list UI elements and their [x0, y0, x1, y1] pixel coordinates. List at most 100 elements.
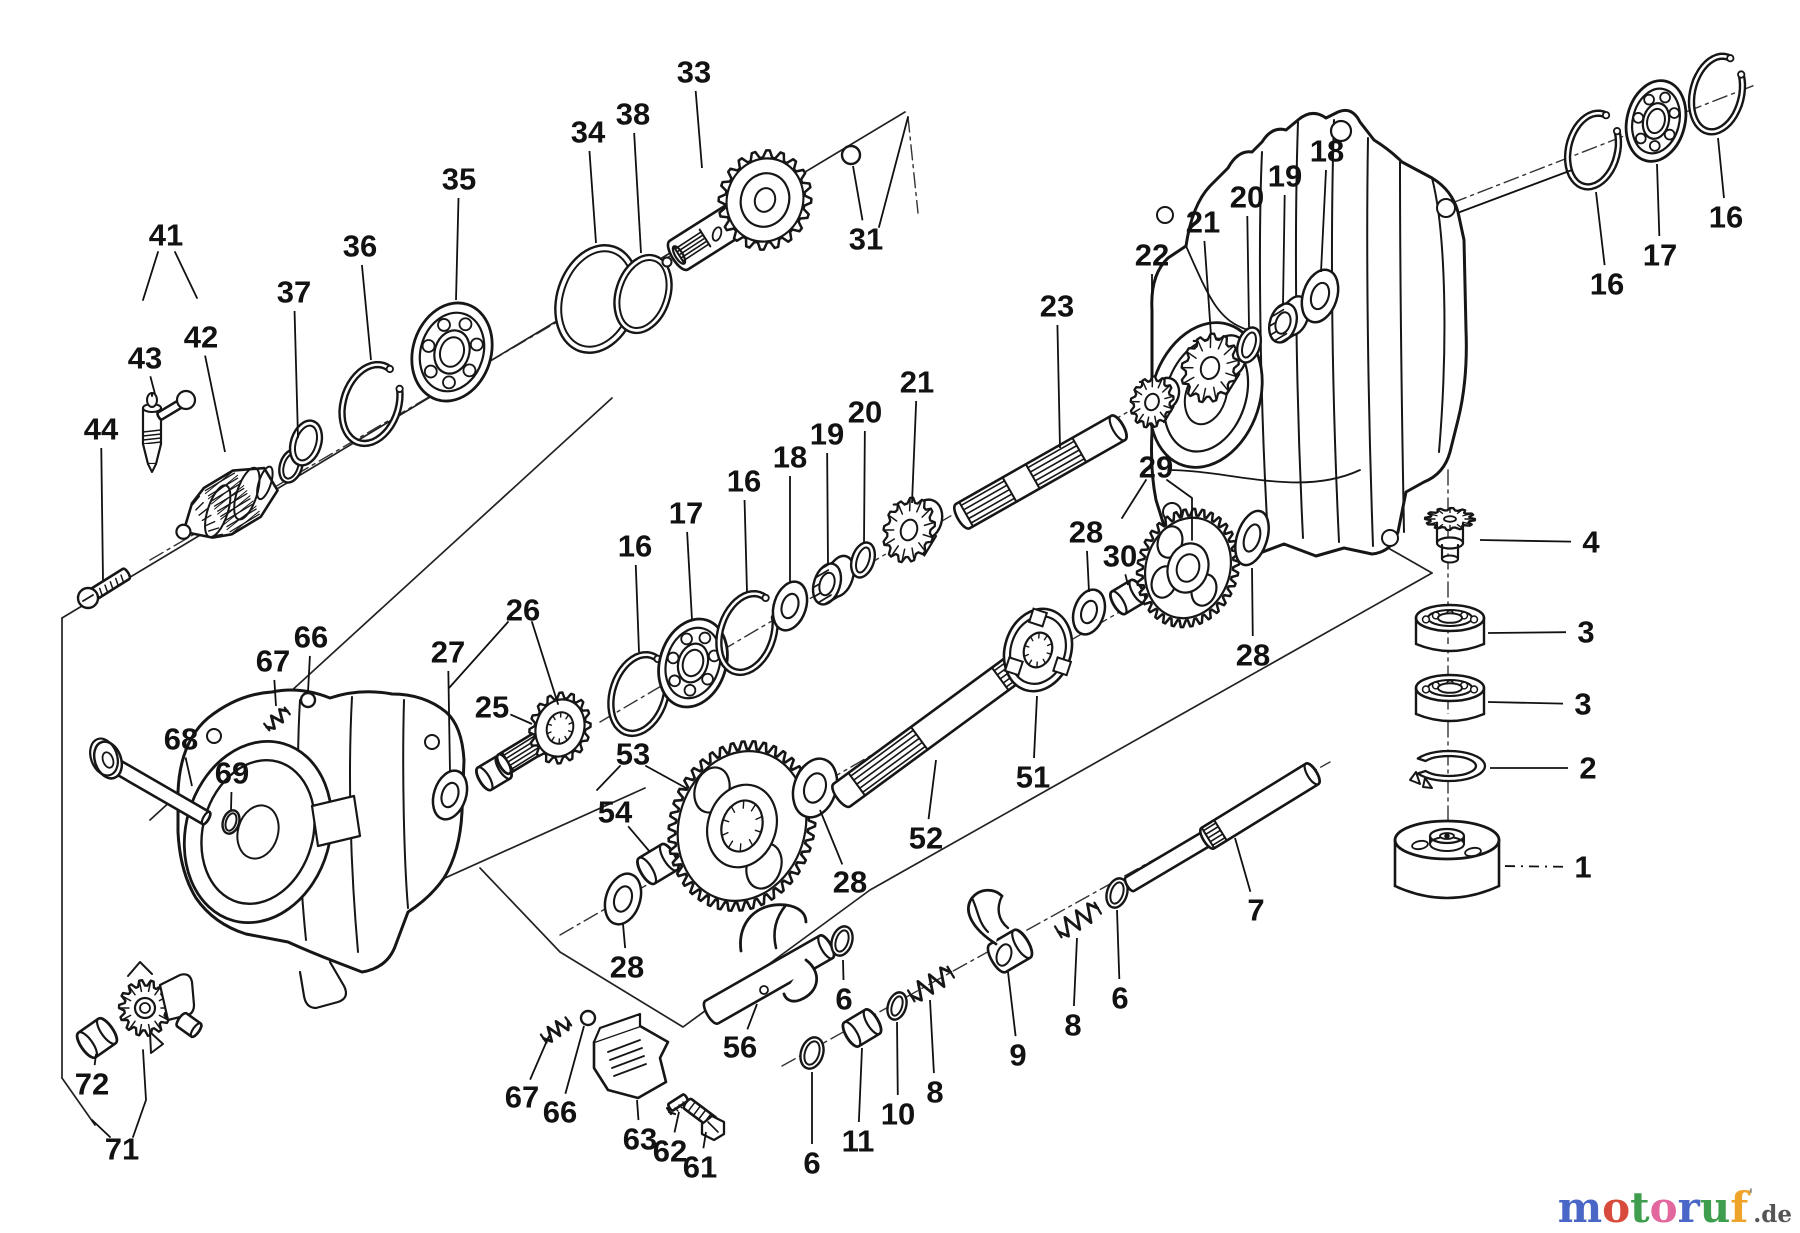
part-snapring: [715, 590, 779, 677]
callout-66: 66: [294, 620, 328, 693]
part-number: 41: [149, 218, 183, 253]
callout-bracket: [132, 1049, 147, 1138]
callout-16: 16: [618, 529, 652, 653]
leader-line: [510, 713, 533, 725]
callout-28: 28: [610, 923, 644, 985]
leader-line: [149, 376, 156, 395]
part-ring: [830, 925, 854, 957]
callout-16: 16: [1590, 191, 1624, 302]
callout-26: 26: [506, 593, 540, 628]
callout-30: 30: [1103, 539, 1137, 586]
watermark-letter: r: [1677, 1183, 1700, 1232]
watermark-letter: m: [1557, 1183, 1603, 1232]
part-ring: [221, 809, 241, 835]
part-number: 29: [1139, 450, 1173, 485]
part-biggear: [667, 740, 817, 912]
part-number: 30: [1103, 539, 1137, 574]
leader-line: [588, 150, 597, 244]
leader-line: [911, 400, 918, 504]
part-number: 8: [1064, 1008, 1081, 1043]
leader-line: [1282, 194, 1286, 306]
part-number: 36: [343, 229, 377, 264]
part-number: 34: [571, 115, 606, 150]
callout-bracket: [174, 251, 198, 299]
part-number: 67: [505, 1080, 539, 1115]
callout-bracket: [1459, 169, 1573, 213]
part-number: 16: [1590, 267, 1624, 302]
part-number: 20: [1230, 180, 1264, 215]
callout-8: 8: [1064, 937, 1082, 1043]
callout-31: 31: [849, 165, 883, 257]
leader-line: [1320, 169, 1327, 273]
part-number: 19: [810, 417, 844, 452]
callout-8: 8: [926, 999, 944, 1110]
part-number: 16: [618, 529, 652, 564]
callout-72: 72: [75, 1053, 109, 1102]
part-washer: [1234, 509, 1270, 567]
callout-23: 23: [1040, 289, 1074, 449]
part-gearshaft33: [661, 149, 813, 272]
part-bevelgear: [1129, 375, 1181, 429]
watermark-letter: t: [1630, 1183, 1650, 1232]
callout-10: 10: [881, 1021, 915, 1132]
callout-29: 29: [1139, 450, 1173, 485]
part-number: 67: [256, 644, 290, 679]
frame-line: [61, 1077, 96, 1126]
part-number: 28: [833, 865, 867, 900]
part-ring: [1105, 877, 1129, 909]
part-screw: [76, 567, 132, 610]
callout-51: 51: [1016, 695, 1050, 795]
leader-line: [564, 1025, 585, 1094]
leader-line: [1086, 550, 1090, 593]
part-number: 7: [1247, 893, 1264, 928]
part-number: 38: [616, 97, 650, 132]
callout-bracket: [91, 1119, 111, 1138]
callout-6: 6: [835, 959, 853, 1017]
leader-line: [694, 90, 703, 169]
part-number: 71: [105, 1132, 139, 1167]
part-number: 26: [506, 593, 540, 628]
callout-62: 62: [653, 1111, 687, 1169]
leader-line: [819, 809, 844, 865]
callout-27: 27: [431, 635, 465, 773]
callout-36: 36: [343, 229, 377, 361]
part-number: 53: [616, 737, 650, 772]
callout-22: 22: [1135, 238, 1169, 378]
callout-69: 69: [215, 756, 249, 811]
callout-bracket: [531, 621, 559, 705]
part-number: 51: [1016, 760, 1050, 795]
part-housingL: [176, 688, 466, 1010]
callout-28: 28: [1236, 567, 1270, 673]
part-number: 3: [1577, 615, 1594, 650]
callout-37: 37: [277, 275, 311, 439]
leader-line: [93, 1053, 97, 1066]
part-needle: [811, 554, 856, 606]
part-number: 17: [669, 496, 703, 531]
callout-21: 21: [900, 365, 934, 504]
part-bevelgear: [1180, 332, 1248, 404]
part-number: 23: [1040, 289, 1074, 324]
callout-34: 34: [571, 115, 606, 244]
leader-line: [746, 1003, 758, 1030]
callout-67: 67: [256, 644, 290, 707]
part-cyl: [75, 1017, 119, 1059]
leader-line: [184, 757, 193, 787]
callout-bracket: [142, 251, 159, 301]
part-washer: [791, 757, 839, 819]
part-number: 37: [277, 275, 311, 310]
leader-line: [627, 825, 651, 853]
leader-line: [100, 447, 104, 581]
leader-line: [447, 670, 451, 773]
leader-line: [857, 1047, 863, 1123]
leader-line: [1656, 163, 1661, 237]
part-tap: [141, 389, 197, 473]
part-fork56: [739, 903, 818, 1003]
leader-line: [686, 531, 693, 621]
part-gear25: [495, 691, 592, 775]
callout-16: 16: [727, 464, 761, 593]
part-number: 18: [773, 440, 807, 475]
leader-line: [1116, 909, 1121, 980]
callout-41: 41: [149, 218, 183, 253]
part-hbearing: [1414, 603, 1486, 653]
callout-bracket: [645, 765, 687, 789]
